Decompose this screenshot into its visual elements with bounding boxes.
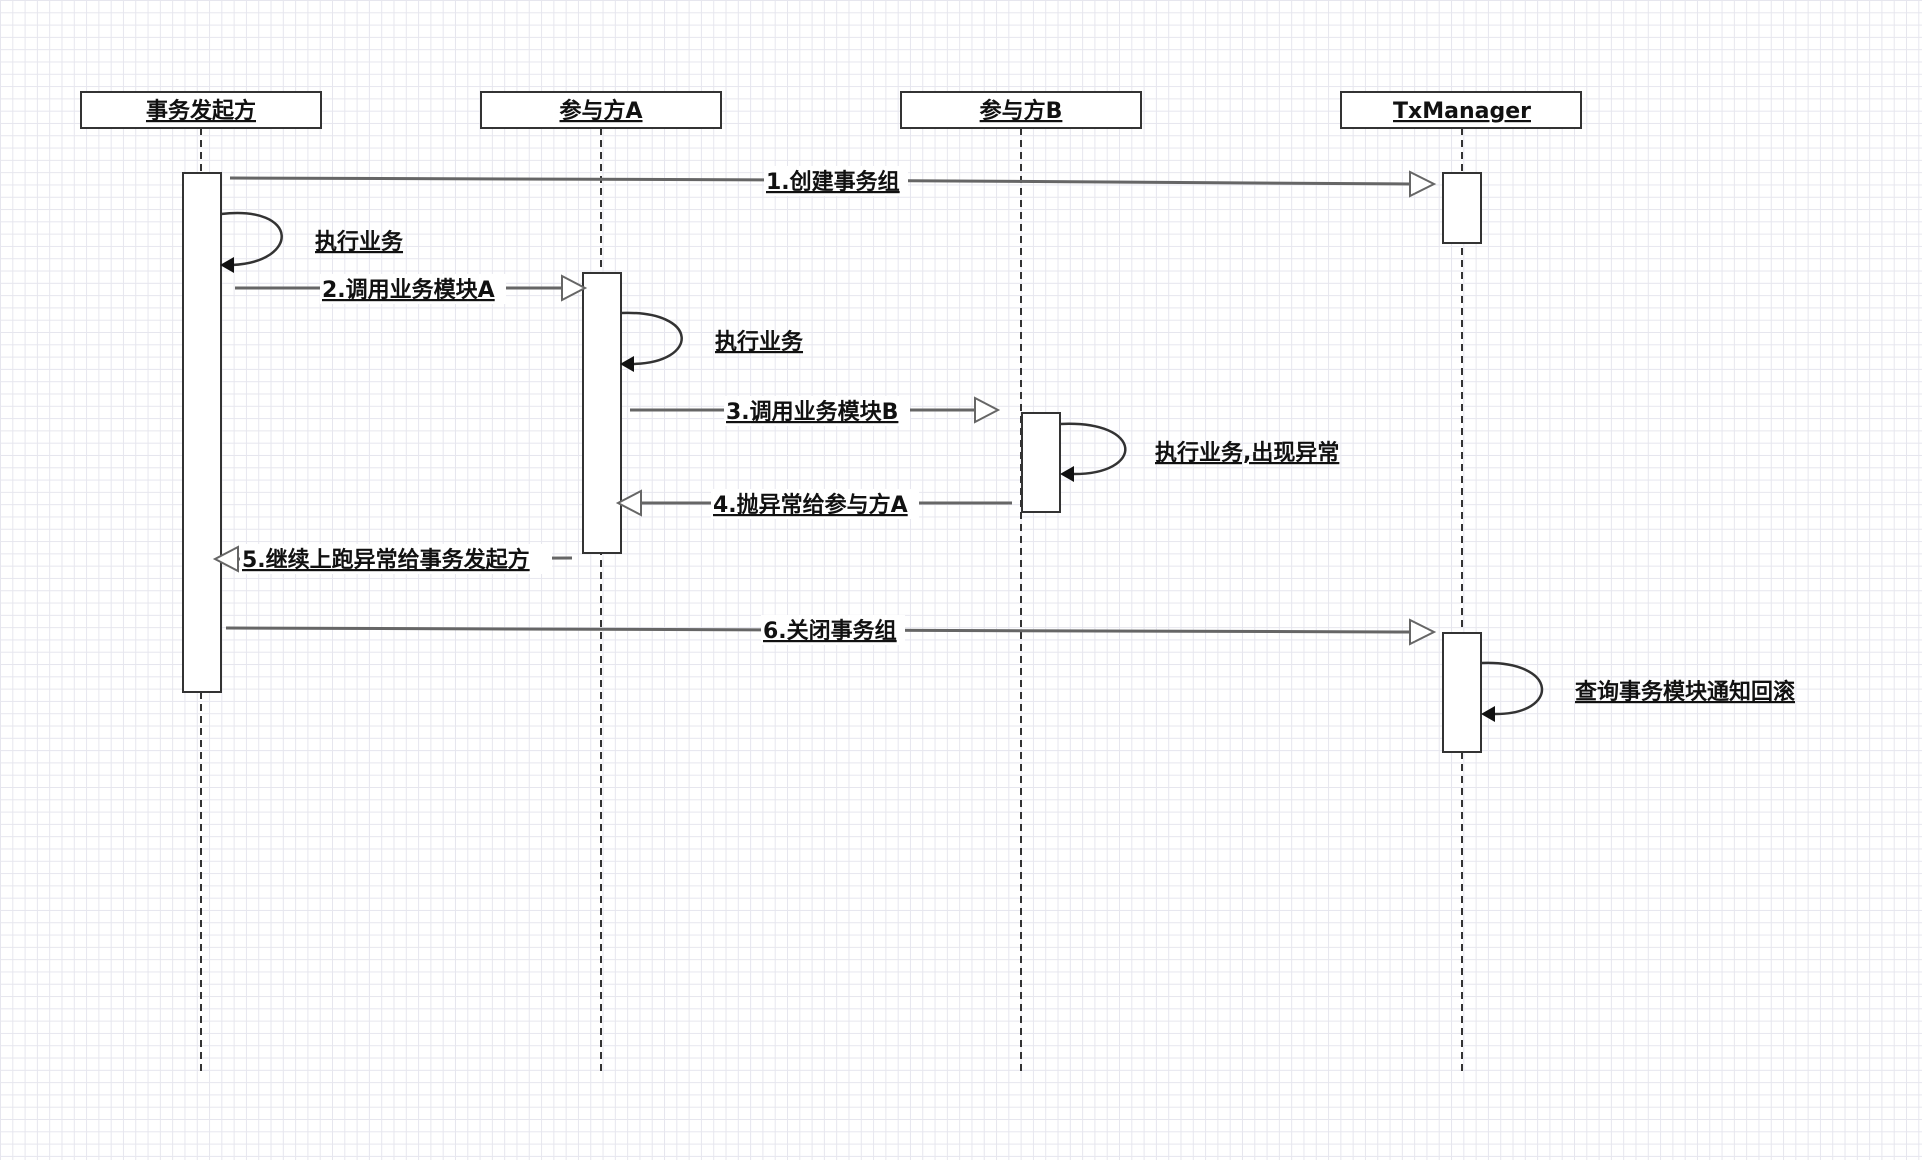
message-label: 4.抛异常给参与方A bbox=[713, 492, 908, 518]
message-6[interactable]: 6.关闭事务组 bbox=[225, 615, 1437, 646]
participant-label: 参与方B bbox=[980, 98, 1063, 124]
message-label: 2.调用业务模块A bbox=[322, 278, 495, 303]
solid-arrowhead bbox=[620, 356, 634, 372]
open-arrowhead bbox=[212, 545, 239, 573]
open-arrowhead bbox=[561, 274, 588, 302]
participant-label: 参与方A bbox=[559, 98, 642, 124]
self-call-1[interactable]: 执行业务 bbox=[220, 211, 404, 273]
open-arrowhead bbox=[615, 489, 642, 517]
activation-initiator bbox=[182, 172, 222, 693]
self-call-label: 执行业务 bbox=[715, 329, 804, 355]
participant-participant-b[interactable]: 参与方B bbox=[900, 91, 1142, 129]
message-label: 1.创建事务组 bbox=[766, 169, 900, 195]
open-arrowhead bbox=[1409, 618, 1437, 646]
participant-participant-a[interactable]: 参与方A bbox=[480, 91, 722, 129]
self-call-3[interactable]: 执行业务,出现异常 bbox=[1059, 422, 1339, 482]
participant-txmanager[interactable]: TxManager bbox=[1340, 91, 1582, 129]
message-label: 5.继续上跑异常给事务发起方 bbox=[242, 547, 530, 573]
self-call-4[interactable]: 查询事务模块通知回滚 bbox=[1480, 661, 1796, 722]
message-label: 6.关闭事务组 bbox=[763, 618, 897, 644]
solid-arrowhead bbox=[220, 257, 234, 273]
open-arrowhead bbox=[974, 396, 1001, 424]
participant-label: 事务发起方 bbox=[146, 98, 256, 124]
message-1[interactable]: 1.创建事务组 bbox=[229, 166, 1437, 198]
activation-txmanager-2 bbox=[1442, 632, 1482, 753]
message-label: 3.调用业务模块B bbox=[726, 400, 898, 425]
solid-arrowhead bbox=[1481, 706, 1495, 722]
self-call-label: 查询事务模块通知回滚 bbox=[1575, 679, 1796, 705]
solid-arrowhead bbox=[1060, 466, 1074, 482]
self-call-label: 执行业务 bbox=[315, 229, 404, 255]
self-call-label: 执行业务,出现异常 bbox=[1155, 440, 1339, 466]
activation-participant-b bbox=[1021, 412, 1061, 513]
activation-participant-a bbox=[582, 272, 622, 554]
message-5[interactable]: 5.继续上跑异常给事务发起方 bbox=[212, 544, 573, 574]
message-2[interactable]: 2.调用业务模块A bbox=[235, 274, 588, 304]
open-arrowhead bbox=[1409, 170, 1437, 198]
message-3[interactable]: 3.调用业务模块B bbox=[630, 396, 1001, 426]
participant-label: TxManager bbox=[1393, 99, 1531, 124]
activation-txmanager-1 bbox=[1442, 172, 1482, 244]
self-call-2[interactable]: 执行业务 bbox=[620, 311, 804, 372]
message-4[interactable]: 4.抛异常给参与方A bbox=[615, 489, 1012, 519]
participant-initiator[interactable]: 事务发起方 bbox=[80, 91, 322, 129]
